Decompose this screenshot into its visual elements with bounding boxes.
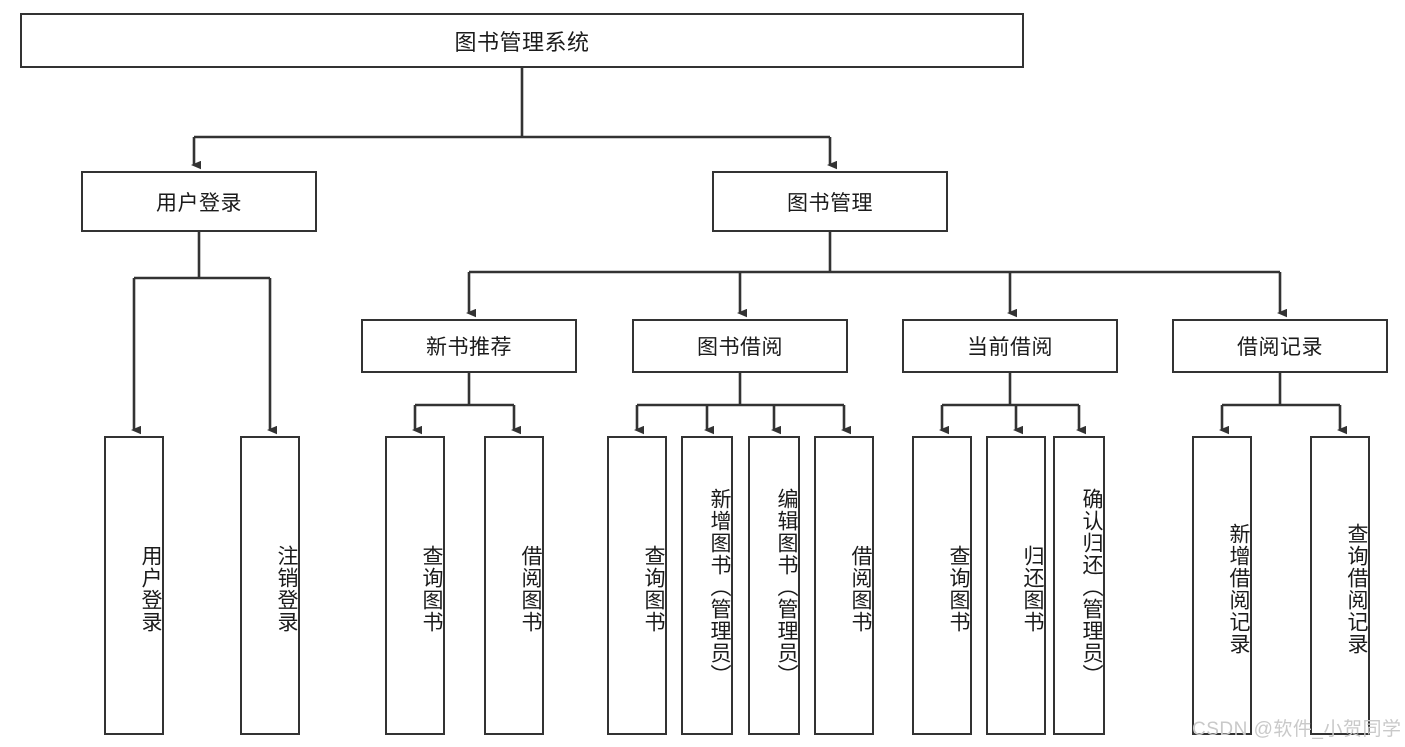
node-leaf-query-record-label: 查询借阅记录 [1345,522,1368,655]
node-leaf-borrow-book-2[interactable]: 借阅图书 [814,436,874,735]
node-leaf-edit-book[interactable]: 编辑图书（管理员） [748,436,800,735]
node-borrow-record[interactable]: 借阅记录 [1172,319,1388,373]
node-current-borrow-label: 当前借阅 [967,336,1053,359]
node-root[interactable]: 图书管理系统 [20,13,1024,68]
node-leaf-user-login[interactable]: 用户登录 [104,436,164,735]
node-new-book-rec-label: 新书推荐 [426,336,512,359]
node-book-manage[interactable]: 图书管理 [712,171,948,232]
node-leaf-return-book-label: 归还图书 [1021,544,1044,633]
node-user-login[interactable]: 用户登录 [81,171,317,232]
node-leaf-user-login-label: 用户登录 [139,544,162,633]
node-new-book-rec[interactable]: 新书推荐 [361,319,577,373]
node-user-login-label: 用户登录 [156,191,242,215]
node-leaf-return-book[interactable]: 归还图书 [986,436,1046,735]
node-leaf-edit-book-label: 编辑图书（管理员） [775,488,798,686]
node-book-manage-label: 图书管理 [787,191,873,215]
node-leaf-borrow-book-1-label: 借阅图书 [519,544,542,633]
node-book-borrow[interactable]: 图书借阅 [632,319,848,373]
node-leaf-logout-label: 注销登录 [275,544,298,633]
node-leaf-add-record[interactable]: 新增借阅记录 [1192,436,1252,735]
node-leaf-query-book-1[interactable]: 查询图书 [385,436,445,735]
node-borrow-record-label: 借阅记录 [1237,336,1323,359]
node-leaf-confirm-return[interactable]: 确认归还（管理员） [1053,436,1105,735]
node-root-label: 图书管理系统 [454,29,590,55]
node-leaf-borrow-book-1[interactable]: 借阅图书 [484,436,544,735]
watermark: CSDN @软件_小贺同学 [1192,719,1402,740]
node-leaf-query-book-2-label: 查询图书 [642,544,665,633]
node-leaf-logout[interactable]: 注销登录 [240,436,300,735]
node-leaf-add-book-label: 新增图书（管理员） [708,488,731,686]
node-leaf-borrow-book-2-label: 借阅图书 [849,544,872,633]
node-book-borrow-label: 图书借阅 [697,336,783,359]
node-leaf-query-book-2[interactable]: 查询图书 [607,436,667,735]
node-current-borrow[interactable]: 当前借阅 [902,319,1118,373]
node-leaf-query-book-3[interactable]: 查询图书 [912,436,972,735]
node-leaf-add-book[interactable]: 新增图书（管理员） [681,436,733,735]
node-leaf-confirm-return-label: 确认归还（管理员） [1080,488,1103,686]
node-leaf-query-record[interactable]: 查询借阅记录 [1310,436,1370,735]
node-leaf-add-record-label: 新增借阅记录 [1227,522,1250,655]
node-leaf-query-book-3-label: 查询图书 [947,544,970,633]
node-leaf-query-book-1-label: 查询图书 [420,544,443,633]
